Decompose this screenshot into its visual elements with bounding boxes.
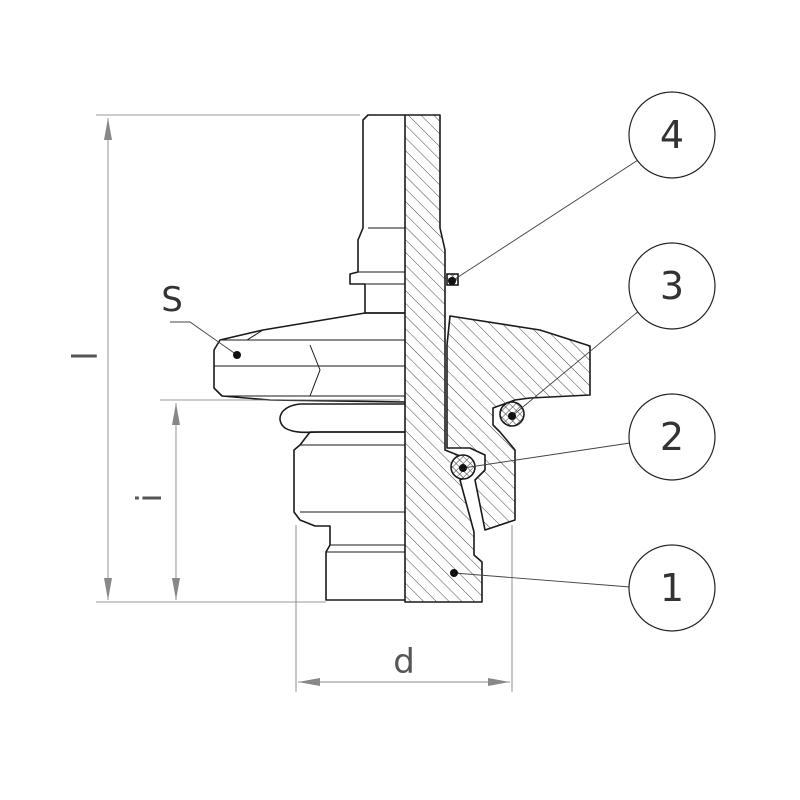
dim-i-arrow-top: [172, 403, 180, 425]
balloon-3: [628, 242, 716, 330]
stem-outline: [349, 114, 405, 314]
hex-nut-outline: [213, 312, 406, 403]
dim-l-arrow-top: [104, 118, 112, 140]
dim-l-arrow-bottom: [104, 578, 112, 600]
dim-i-label: i: [130, 493, 170, 502]
leader-4: [451, 159, 639, 282]
dim-i-arrow-bottom: [172, 578, 180, 600]
balloon-2-number: 2: [660, 415, 684, 459]
dim-l-label: l: [66, 351, 106, 360]
leader-2: [462, 442, 631, 469]
balloon-3-number: 3: [660, 264, 684, 308]
balloon-1: [628, 544, 716, 632]
balloon-2: [628, 393, 716, 481]
leader-3-dot: [508, 412, 516, 420]
balloon-1-number: 1: [660, 566, 684, 610]
section-view: [404, 114, 591, 603]
leader-4-dot: [448, 277, 456, 285]
balloon-4: [628, 91, 716, 179]
leader-1-dot: [450, 569, 458, 577]
dim-d-arrow-right: [488, 678, 510, 686]
leader-2-dot: [459, 464, 467, 472]
outer-oring-outline: [279, 403, 405, 434]
hex-facet-line: [246, 329, 321, 397]
dim-s-leader: [170, 321, 238, 356]
dim-s-dot: [233, 351, 241, 359]
dim-d-arrow-left: [298, 678, 320, 686]
dim-d-label: d: [393, 642, 415, 682]
callouts: 4 3 2 1: [448, 91, 716, 632]
nut-section: [446, 315, 591, 531]
thread-body-outline: [293, 431, 405, 601]
leader-3: [511, 309, 641, 417]
balloon-4-number: 4: [660, 113, 684, 157]
leader-1: [453, 572, 631, 588]
dim-s-label: S: [161, 280, 183, 320]
dimensions: l i d S: [66, 114, 513, 692]
exterior-view: [213, 114, 406, 601]
